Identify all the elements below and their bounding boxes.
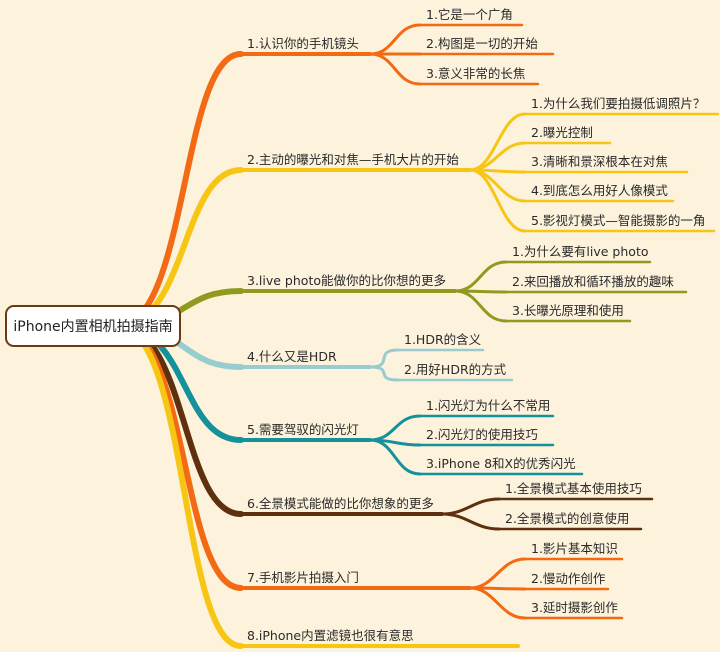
child-label-2-5: 5.影视灯模式—智能摄影的一角 xyxy=(531,213,705,228)
branch-label-5: 5.需要驾驭的闪光灯 xyxy=(247,422,359,437)
child-label-2-3: 3.清晰和景深根本在对焦 xyxy=(531,154,668,169)
child-label-1-2: 2.构图是一切的开始 xyxy=(426,36,538,51)
child-connector-2-4 xyxy=(468,168,527,203)
branch-label-3: 3.live photo能做你的比你想的更多 xyxy=(247,273,446,288)
branch-label-4: 4.什么又是HDR xyxy=(247,349,337,364)
child-label-3-1: 1.为什么要有live photo xyxy=(512,244,649,259)
child-connector-5-1 xyxy=(368,414,422,442)
child-connector-6-1 xyxy=(440,497,501,516)
child-label-3-3: 3.长曝光原理和使用 xyxy=(512,303,624,318)
branch-label-2: 2.主动的曝光和对焦—手机大片的开始 xyxy=(247,152,459,167)
child-label-6-1: 1.全景模式基本使用技巧 xyxy=(505,481,642,496)
root-node: iPhone内置相机拍摄指南 xyxy=(5,305,181,347)
child-label-7-3: 3.延时摄影创作 xyxy=(531,600,618,615)
branch-label-1: 1.认识你的手机镜头 xyxy=(247,36,359,51)
child-connector-3-1 xyxy=(453,260,508,293)
child-connector-6-2 xyxy=(440,512,501,531)
child-connector-5-3 xyxy=(368,438,422,476)
branch-connector-1 xyxy=(115,51,244,329)
root-title: iPhone内置相机拍摄指南 xyxy=(13,319,173,335)
child-label-5-3: 3.iPhone 8和X的优秀闪光 xyxy=(426,456,576,471)
child-label-7-1: 1.影片基本知识 xyxy=(531,541,618,556)
child-label-5-1: 1.闪光灯为什么不常用 xyxy=(426,398,550,413)
child-label-7-2: 2.慢动作创作 xyxy=(531,571,606,586)
child-connector-1-3 xyxy=(368,52,422,86)
child-label-2-4: 4.到底怎么用好人像模式 xyxy=(531,183,668,198)
child-connector-4-2 xyxy=(368,365,400,382)
child-connector-2-2 xyxy=(468,141,527,172)
branch-label-8: 8.iPhone内置滤镜也很有意思 xyxy=(247,628,414,643)
child-label-5-2: 2.闪光灯的使用技巧 xyxy=(426,427,538,442)
child-connector-4-1 xyxy=(368,348,400,369)
branch-label-7: 7.手机影片拍摄入门 xyxy=(247,570,359,585)
child-label-2-1: 1.为什么我们要拍摄低调照片？ xyxy=(531,96,705,111)
child-connector-7-1 xyxy=(468,557,527,590)
branch-labels: 1.认识你的手机镜头 1.它是一个广角 2.构图是一切的开始 3.意义非常的长焦 2.主… xyxy=(247,7,705,643)
branch-connector-6 xyxy=(115,323,244,517)
child-label-1-3: 3.意义非常的长焦 xyxy=(426,66,525,81)
child-connector-1-1 xyxy=(368,23,422,56)
child-connector-2-1 xyxy=(468,112,527,172)
child-label-6-2: 2.全景模式的创意使用 xyxy=(505,511,629,526)
child-connector-2-5 xyxy=(468,168,527,233)
child-label-2-2: 2.曝光控制 xyxy=(531,125,593,140)
child-label-4-2: 2.用好HDR的方式 xyxy=(404,362,507,377)
child-label-3-2: 2.来回播放和循环播放的趣味 xyxy=(512,274,674,289)
branch-label-6: 6.全景模式能做的比你想象的更多 xyxy=(247,496,434,511)
child-connector-3-3 xyxy=(453,289,508,323)
child-label-4-1: 1.HDR的含义 xyxy=(404,332,482,347)
child-label-1-1: 1.它是一个广角 xyxy=(426,7,513,22)
child-connector-7-3 xyxy=(468,586,527,620)
